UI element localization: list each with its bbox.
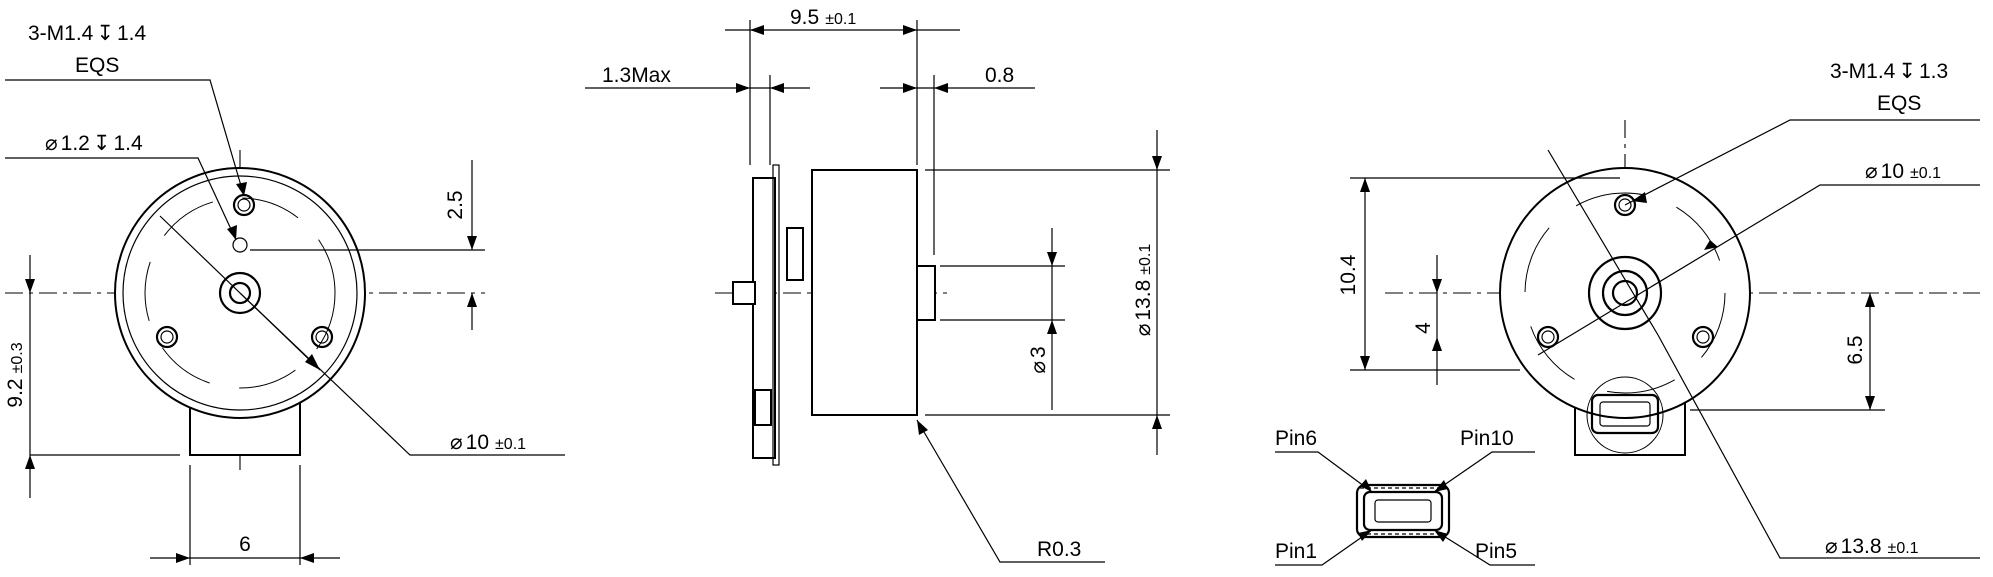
dim-2-5: 2.5 (444, 190, 467, 219)
pin1-label: Pin1 (1275, 540, 1317, 563)
radius-label: R0.3 (1037, 538, 1081, 561)
hole-callout: 1.2 (61, 132, 90, 155)
svg-text:9.5±0.1: 9.5 ±0.1 (790, 6, 856, 29)
left-view-labels: 3-M1.4↧1.4 EQS ⌀1.2↧1.4 2.5 9.2±0.3 ⌀10±… (4, 22, 526, 556)
diameter-symbol: ⌀ (450, 431, 463, 454)
diameter-symbol: ⌀ (1865, 160, 1878, 183)
svg-text:⌀10±0.1: ⌀10 ±0.1 (450, 431, 526, 454)
dim-phi10-left: 10 (466, 431, 489, 454)
eqs-label-2: EQS (1877, 92, 1921, 115)
dim-10-4: 10.4 (1337, 254, 1360, 295)
thread-depth-2: 1.3 (1919, 60, 1948, 83)
eqs-label-1: EQS (75, 54, 119, 77)
tol-phi10-right: ±0.1 (1910, 165, 1941, 182)
svg-text:⌀3: ⌀3 (1027, 346, 1050, 373)
thread-depth-1: 1.4 (117, 22, 147, 45)
depth-symbol: ↧ (1898, 60, 1916, 83)
right-view-labels: 3-M1.4↧1.3 EQS ⌀10±0.1 10.4 4 6.5 ⌀13.8±… (1337, 60, 1948, 558)
left-front-view (5, 79, 565, 565)
depth-symbol: ↧ (93, 132, 111, 155)
dim-0-8: 0.8 (985, 64, 1014, 87)
connector-labels: Pin6 Pin10 Pin1 Pin5 (1275, 427, 1517, 563)
tol-phi13-8-right: ±0.1 (1888, 540, 1919, 557)
pin6-label: Pin6 (1275, 427, 1317, 450)
dim-1-3max: 1.3Max (602, 64, 671, 87)
diameter-symbol: ⌀ (1027, 361, 1050, 374)
pin10-label: Pin10 (1460, 427, 1514, 450)
tol-9-5: ±0.1 (825, 11, 856, 28)
dim-6-5: 6.5 (1844, 335, 1867, 364)
svg-text:⌀1.2↧1.4: ⌀1.2↧1.4 (45, 132, 143, 155)
svg-text:9.2±0.3: 9.2 ±0.3 (4, 342, 27, 407)
tol-phi10-left: ±0.1 (495, 436, 526, 453)
dim-phi10-right: 10 (1881, 160, 1904, 183)
svg-text:⌀13.8±0.1: ⌀ 13.8 ±0.1 (1132, 244, 1155, 337)
dim-6: 6 (239, 533, 251, 556)
tol-phi13-8-side: ±0.1 (1137, 244, 1154, 275)
depth-symbol: ↧ (96, 22, 114, 45)
side-view (585, 20, 1170, 563)
dim-4: 4 (1412, 322, 1435, 334)
dim-9-5: 9.5 (790, 6, 819, 29)
dim-phi13-8-side: 13.8 (1132, 280, 1155, 321)
dim-9-2: 9.2 (4, 378, 27, 407)
svg-text:3-M1.4↧1.4: 3-M1.4↧1.4 (28, 22, 146, 45)
svg-text:⌀10±0.1: ⌀10 ±0.1 (1865, 160, 1941, 183)
svg-text:3-M1.4↧1.3: 3-M1.4↧1.3 (1830, 60, 1948, 83)
diameter-symbol: ⌀ (1825, 535, 1838, 558)
diameter-symbol: ⌀ (1132, 324, 1155, 337)
connector-detail (1275, 451, 1535, 566)
pin5-label: Pin5 (1475, 540, 1517, 563)
tol-9-2: ±0.3 (9, 342, 26, 373)
diameter-symbol: ⌀ (45, 132, 58, 155)
right-rear-view (1350, 119, 1980, 559)
dim-phi3: 3 (1027, 346, 1050, 358)
thread-callout-2: 3-M1.4 (1830, 60, 1896, 83)
dim-phi13-8-right: 13.8 (1841, 535, 1882, 558)
hole-depth: 1.4 (113, 132, 143, 155)
svg-text:⌀13.8±0.1: ⌀13.8 ±0.1 (1825, 535, 1919, 558)
thread-callout-1: 3-M1.4 (28, 22, 94, 45)
side-view-labels: 9.5±0.1 1.3Max 0.8 ⌀3 ⌀13.8±0.1 R0.3 (602, 6, 1155, 561)
